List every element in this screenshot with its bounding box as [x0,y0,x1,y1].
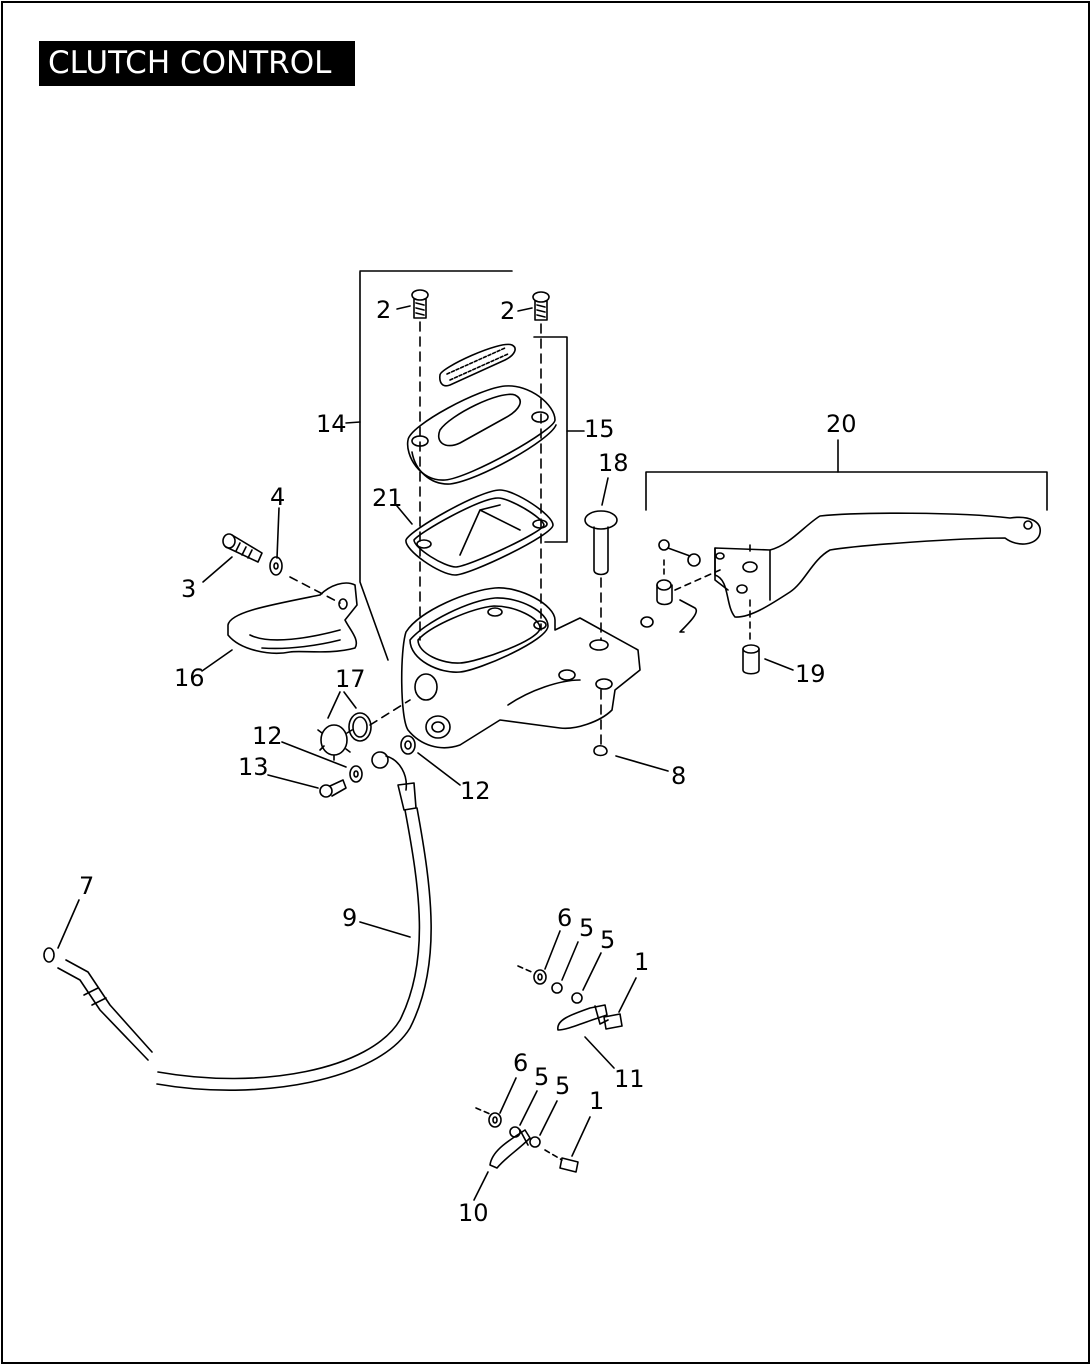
name-plate [439,343,516,387]
callout-4: 4 [270,483,285,511]
callout-16: 16 [174,664,205,692]
bracket-15 [533,336,568,543]
nut-6-upper [533,969,547,985]
washer-5-upper-b [571,992,583,1004]
cap-17 [317,712,372,761]
bushing-19 [742,644,760,675]
callout-1-lower: 1 [589,1087,604,1115]
callout-5-lower-b: 5 [555,1072,570,1100]
callout-14: 14 [316,410,347,438]
washer-12-right [400,735,416,755]
nut-6-lower [488,1112,502,1128]
screw-1-lower [559,1157,579,1173]
switch-assembly [640,539,701,633]
callout-21: 21 [372,484,403,512]
callout-9: 9 [342,904,357,932]
cable-end-7 [43,947,153,1061]
screw-2-left [411,289,429,319]
reservoir-cover [406,385,557,485]
callout-13: 13 [238,753,269,781]
washer-12-left [349,765,363,783]
screw-1-upper [603,1013,623,1030]
callout-17: 17 [335,665,366,693]
callout-5-upper-b: 5 [600,926,615,954]
clamp-11 [557,1004,609,1031]
callout-19: 19 [795,660,826,688]
callout-2-left: 2 [376,296,391,324]
mount-clamp-16 [227,582,358,654]
callout-2-right: 2 [500,297,515,325]
callout-10: 10 [458,1199,489,1227]
diagram-title: CLUTCH CONTROL [39,41,355,86]
callout-20: 20 [826,410,857,438]
washer-5-lower-a [509,1126,521,1138]
clip-8 [593,744,608,757]
callout-labels: 2 2 14 15 18 20 21 4 3 16 17 12 13 12 8 … [79,296,857,1227]
callout-3: 3 [181,575,196,603]
bracket-14 [359,271,389,661]
clutch-hose-9 [156,751,432,1091]
washer-5-upper-a [551,982,563,994]
callout-1-upper: 1 [634,948,649,976]
bracket-20 [645,471,1048,511]
banjo-bolt-13 [319,779,347,798]
callout-7: 7 [79,872,94,900]
callout-12-right: 12 [460,777,491,805]
diaphragm-21 [405,489,554,576]
clamp-10 [489,1129,531,1169]
callout-11: 11 [614,1065,645,1093]
callout-5-upper-a: 5 [579,914,594,942]
clutch-lever [714,512,1041,618]
washer-4 [269,556,283,576]
callout-8: 8 [671,762,686,790]
washer-5-lower-b [529,1136,541,1148]
callout-18: 18 [598,449,629,477]
callout-6-lower: 6 [513,1049,528,1077]
callout-6-upper: 6 [557,904,572,932]
master-cylinder-body [400,587,641,749]
bolt-3 [222,533,263,563]
callout-12-left: 12 [252,722,283,750]
callout-5-lower-a: 5 [534,1063,549,1091]
callout-15: 15 [584,415,615,443]
screw-2-right [532,291,550,321]
pivot-pin-18 [584,510,618,576]
